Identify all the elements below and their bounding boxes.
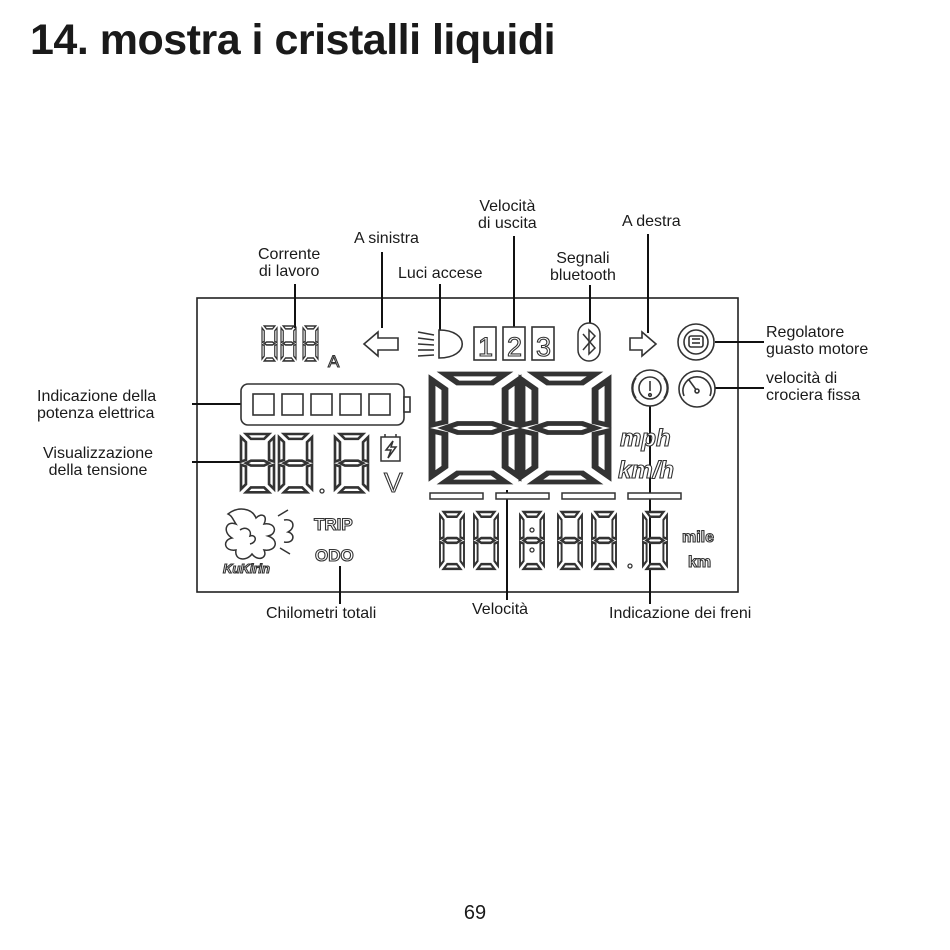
label-luci-accese: Luci accese (398, 265, 483, 282)
gear-3: 3 (536, 332, 551, 362)
label-line: Indicazione della (37, 388, 157, 405)
label-a-sinistra: A sinistra (354, 230, 419, 247)
label-line: Segnali (556, 250, 610, 267)
leader-lines (192, 234, 764, 604)
volt-unit: V (384, 467, 403, 498)
label-velocita-crociera-fissa: velocità di crociera fissa (766, 370, 860, 404)
label-chilometri-totali: Chilometri totali (266, 605, 377, 622)
speed-digits (432, 374, 608, 482)
label-regolatore-guasto-motore: Regolatore guasto motore (766, 324, 868, 358)
dist-unit-km: km (688, 554, 711, 571)
gear-1: 1 (478, 332, 493, 362)
speed-unit-kmh: km/h (618, 457, 674, 484)
brand-logo-text: KuKirin (223, 561, 270, 576)
label-velocita: Velocità (472, 601, 529, 618)
gear-2: 2 (507, 332, 522, 362)
label-visualizzazione-tensione: Visualizzazione della tensione (43, 445, 153, 479)
brake-icon (631, 369, 669, 407)
label-velocita-di-uscita: Velocità di uscita (478, 198, 537, 232)
label-line: Visualizzazione (43, 445, 153, 462)
label-segnali-bluetooth: Segnali bluetooth (550, 250, 616, 284)
label-line: potenza elettrica (37, 405, 155, 422)
label-line: bluetooth (550, 267, 616, 284)
gear-indicators: 1 2 3 (473, 326, 555, 363)
label-indicazione-freni: Indicazione dei freni (609, 605, 752, 622)
label-corrente-di-lavoro: Corrente di lavoro (258, 246, 320, 280)
label-line: velocità di (766, 370, 838, 387)
right-arrow-icon (629, 330, 658, 358)
speed-unit-mph: mph (620, 425, 671, 452)
cruise-icon (678, 370, 716, 408)
label-line: crociera fissa (766, 387, 861, 404)
charge-icon (380, 434, 401, 462)
label-a-destra: A destra (622, 213, 681, 230)
label-line: guasto motore (766, 341, 869, 358)
lcd-frame (196, 297, 739, 593)
motor-fault-icon (677, 323, 715, 361)
headlight-icon (417, 329, 464, 359)
label-line: della tensione (48, 462, 148, 479)
odo-label: ODO (315, 546, 354, 565)
label-indicazione-potenza: Indicazione della potenza elettrica (37, 388, 156, 422)
label-line: Regolatore (766, 324, 845, 341)
page-title: 14. mostra i cristalli liquidi (30, 16, 556, 64)
battery-icon (240, 383, 411, 426)
label-line: Velocità (479, 198, 536, 215)
dragon-logo-icon (224, 508, 294, 560)
current-digits (261, 325, 319, 362)
odometer-digits (438, 510, 669, 571)
left-arrow-icon (362, 330, 399, 358)
dist-unit-mile: mile (682, 529, 714, 546)
voltage-digits (239, 432, 370, 494)
trip-label: TRIP (314, 515, 353, 534)
bluetooth-icon (577, 322, 601, 362)
label-line: di uscita (478, 215, 537, 232)
amp-unit: A (328, 352, 340, 371)
label-line: di lavoro (258, 263, 320, 280)
label-line: Corrente (258, 246, 321, 263)
speed-bars (429, 492, 682, 500)
page-number: 69 (463, 902, 487, 924)
